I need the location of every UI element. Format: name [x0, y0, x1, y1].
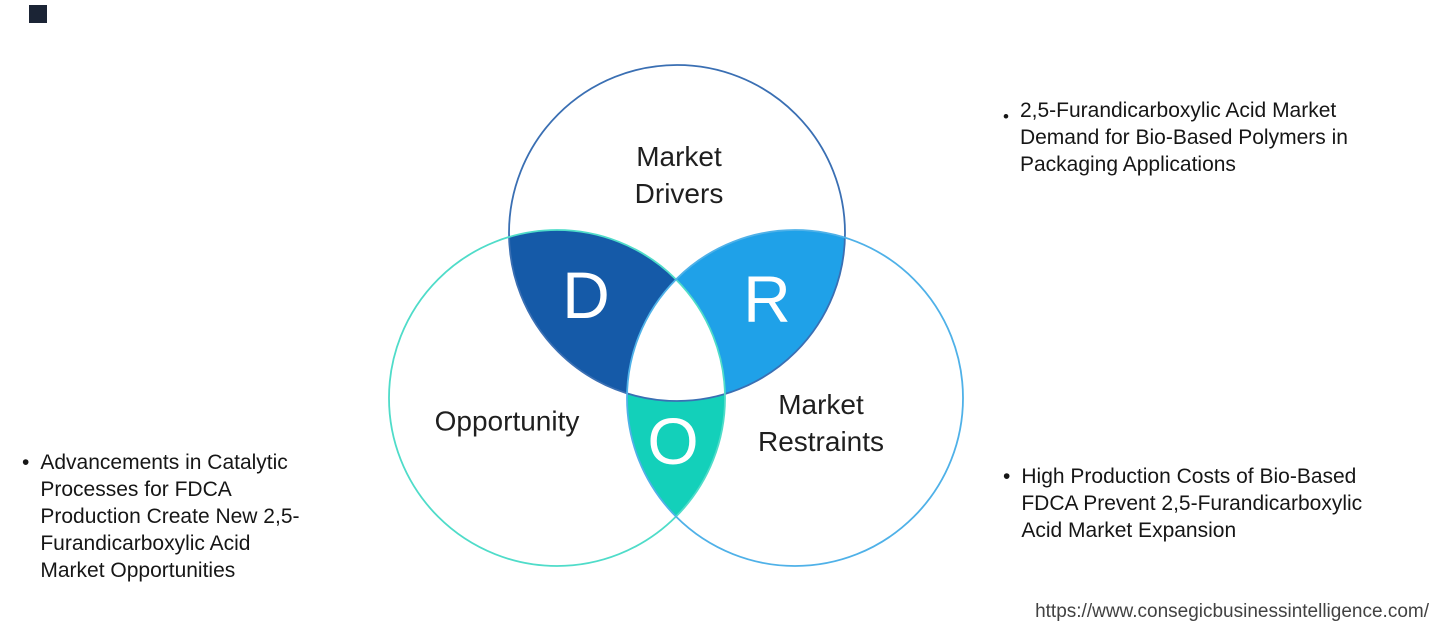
bullet-line: Processes for FDCA	[40, 478, 232, 501]
label-market-restraints-line2: Restraints	[757, 426, 885, 457]
bullet-dot-icon: •	[1003, 465, 1011, 488]
label-market-restraints: Market Restraints	[758, 386, 884, 460]
bullet-line: Market Opportunities	[40, 559, 236, 582]
bullet-line: Furandicarboxylic Acid	[40, 532, 251, 555]
label-market-drivers-line2: Drivers	[634, 178, 724, 209]
bullet-line: Packaging Applications	[1019, 153, 1236, 176]
bullet-line: High Production Costs of Bio-Based	[1021, 465, 1357, 488]
bullet-dot-icon: •	[1003, 107, 1009, 126]
letter-r: R	[743, 262, 791, 336]
label-opportunity: Opportunity	[434, 405, 580, 437]
letter-d: D	[562, 258, 610, 332]
bullet-opportunity-note: • Advancements in Catalytic Processes fo…	[22, 449, 300, 584]
bullet-line: Acid Market Expansion	[1021, 519, 1237, 542]
circle-opportunity	[388, 229, 726, 567]
bullet-restraint-text: High Production Costs of Bio-Based FDCA …	[1021, 463, 1362, 544]
bullet-line: Advancements in Catalytic	[40, 451, 288, 474]
bullet-driver-text: 2,5-Furandicarboxylic Acid Market Demand…	[1020, 97, 1348, 178]
bullet-line: Production Create New 2,5-	[40, 505, 300, 528]
corner-square-mark	[29, 5, 47, 23]
bullet-driver-note: • 2,5-Furandicarboxylic Acid Market Dema…	[1003, 97, 1348, 178]
bullet-dot-icon: •	[22, 451, 30, 474]
letter-o: O	[647, 404, 699, 478]
bullet-line: FDCA Prevent 2,5-Furandicarboxylic	[1021, 492, 1363, 515]
label-market-drivers: Market Drivers	[635, 138, 724, 212]
circle-market-restraints	[626, 229, 964, 567]
circle-market-drivers	[508, 64, 846, 402]
bullet-line: 2,5-Furandicarboxylic Acid Market	[1019, 99, 1337, 122]
label-market-restraints-line1: Market	[778, 389, 864, 420]
bullet-line: Demand for Bio-Based Polymers in	[1019, 126, 1348, 149]
source-url: https://www.consegicbusinessintelligence…	[1035, 601, 1429, 622]
bullet-restraint-note: • High Production Costs of Bio-Based FDC…	[1003, 463, 1362, 544]
label-market-drivers-line1: Market	[636, 141, 722, 172]
bullet-opportunity-text: Advancements in Catalytic Processes for …	[40, 449, 299, 584]
